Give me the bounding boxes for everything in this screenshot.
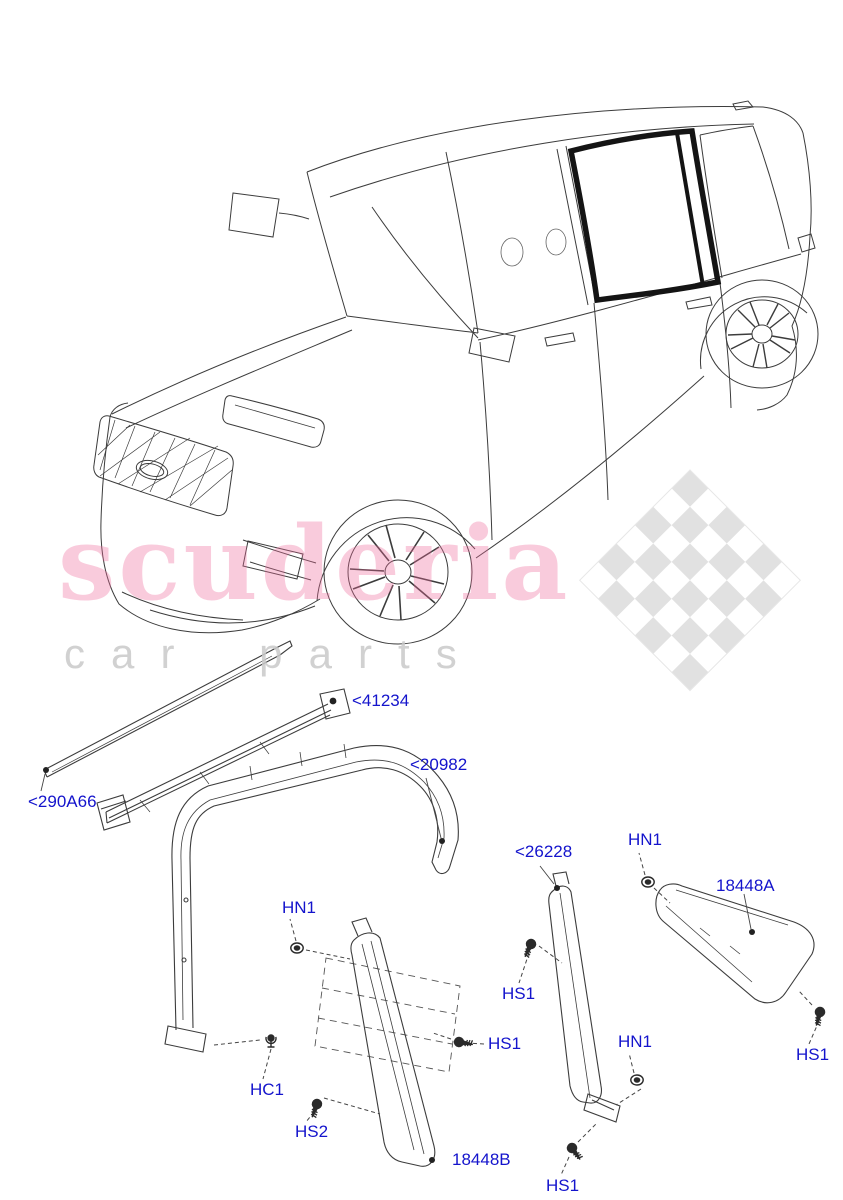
screw-icon: [453, 1036, 475, 1050]
fastener-label-hc1[interactable]: HC1: [250, 1080, 285, 1099]
fastener-label-hs1-4[interactable]: HS1: [546, 1176, 580, 1195]
fastener-label-hs1-2[interactable]: HS1: [488, 1034, 522, 1053]
part-label-20982[interactable]: <20982: [410, 755, 468, 774]
part-drawing-20982: [164, 743, 459, 1053]
part-label-18448A[interactable]: 18448A: [716, 876, 775, 895]
part-label-41234[interactable]: <41234: [352, 691, 410, 710]
fastener-label-hs2[interactable]: HS2: [295, 1122, 329, 1141]
fastener-label-hn1-1[interactable]: HN1: [628, 830, 663, 849]
fastener-icons: [265, 876, 827, 1163]
screw-icon: [520, 937, 538, 960]
part-drawing-26228: [548, 871, 621, 1123]
leader-lines: [40, 773, 752, 930]
part-label-26228[interactable]: <26228: [515, 842, 573, 861]
fastener-label-hn1-2[interactable]: HN1: [282, 898, 317, 917]
front-wheel: [323, 499, 473, 645]
highlighted-rear-door-frame: [567, 128, 722, 304]
screw-icon: [307, 1097, 324, 1120]
vehicle-illustration: [93, 100, 819, 645]
part-drawing-18448B: [350, 917, 436, 1167]
part-label-18448B[interactable]: 18448B: [452, 1150, 511, 1169]
glass-plane-dashed: [314, 957, 461, 1073]
screw-icon: [811, 1005, 827, 1028]
part-drawing-290A66: [43, 640, 293, 778]
fastener-label-hn1-3[interactable]: HN1: [618, 1032, 653, 1051]
fastener-label-hs1-3[interactable]: HS1: [796, 1045, 830, 1064]
label-anchor-dots: [43, 697, 755, 1163]
nut-icon: [641, 876, 655, 888]
clip-icon: [265, 1034, 277, 1048]
fastener-label-hs1-1[interactable]: HS1: [502, 984, 536, 1003]
brand-badge: [135, 459, 169, 481]
nut-icon: [630, 1074, 644, 1086]
headlight: [222, 395, 325, 448]
rear-wheel: [705, 279, 819, 389]
part-label-290A66[interactable]: <290A66: [28, 792, 97, 811]
part-drawing-18448A: [655, 883, 815, 1004]
part-drawing-41234: [96, 688, 351, 831]
checkered-flag-watermark: [578, 469, 802, 692]
nut-icon: [290, 942, 304, 954]
